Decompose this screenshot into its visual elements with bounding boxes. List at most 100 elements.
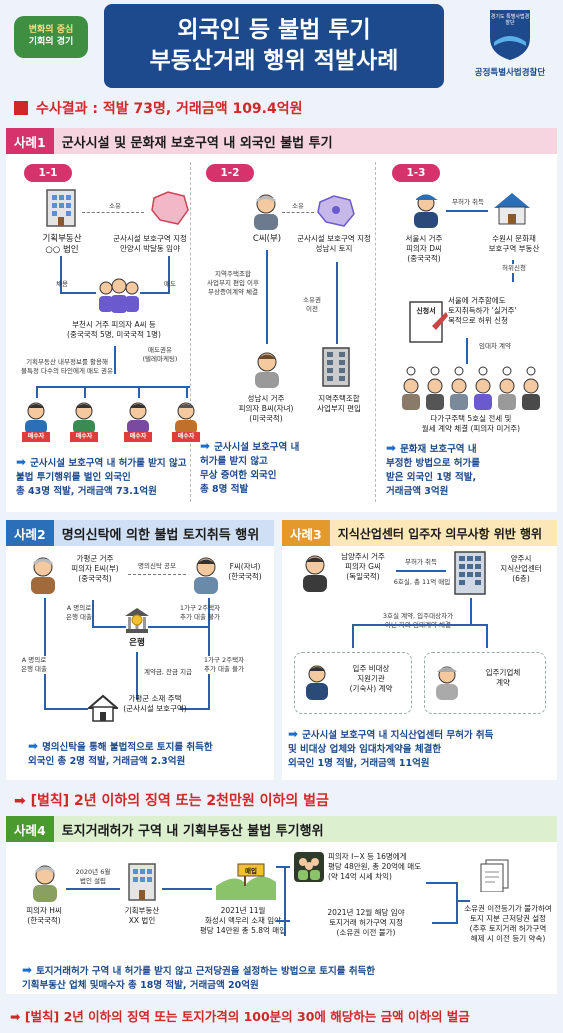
man-icon xyxy=(302,662,332,702)
case4-buy-note: 2021년 11월 화성시 맥우리 소재 임야 평당 14만원 총 5.8억 매… xyxy=(199,906,287,936)
flow-line xyxy=(148,626,208,628)
case1-2-right-note: 소유권 이전 xyxy=(303,296,321,313)
case1-1-sell-label: 채용 xyxy=(56,280,68,288)
penalty-1: ➡ [벌칙] 2년 이하의 징역 또는 2천만원 이하의 벌금 xyxy=(14,790,329,810)
flow-line xyxy=(426,882,456,884)
tenants-group-icon xyxy=(398,366,548,410)
flow-line xyxy=(92,626,126,628)
case1-1-method: 기획부동산 내부정보를 활용해 불특정 다수의 타인에게 매도 권유 xyxy=(21,358,113,375)
case2-title: 명의신탁에 의한 불법 토지취득 행위 xyxy=(61,527,260,543)
flow-line xyxy=(44,708,88,710)
flow-line xyxy=(266,250,268,344)
flow-line xyxy=(276,920,290,922)
title-line-2: 부동산거래 행위 적발사례 xyxy=(149,48,399,74)
land-sign-icon: 매입 xyxy=(216,862,276,900)
case3-buy-label: 무허가 취득 xyxy=(405,558,437,566)
man-icon xyxy=(190,554,222,594)
case2-f-loan: 1가구 2주택자 추가 대출 불가 xyxy=(179,604,221,621)
case2-result: ➡명의신탁을 통해 불법적으로 토지를 취득한 외국인 총 2명 적발, 거래금… xyxy=(28,738,268,769)
documents-icon xyxy=(478,858,512,892)
case1-2-result: ➡군사시설 보호구역 내 허가를 받지 않고 무상 증여한 외국인 총 8명 적… xyxy=(200,438,372,497)
case4-result-text: 토지거래허가 구역 내 허가를 받지 않고 근저당권을 설정하는 방법으로 토지… xyxy=(22,966,376,992)
agency-name: 공정특별사법경찰단 xyxy=(474,68,546,78)
case1-1-badge: 1-1 xyxy=(24,164,72,182)
flow-line xyxy=(168,256,170,292)
case3-tag: 사례3 xyxy=(282,520,330,546)
application-doc-icon: 신청서 xyxy=(408,300,448,344)
flow-line xyxy=(84,386,86,398)
buyer-tag: 매수자 xyxy=(70,432,98,442)
square-bullet-icon xyxy=(14,101,28,115)
case1-1-land: 군사시설 보호구역 지정 안양시 박달동 임야 xyxy=(113,234,187,254)
case1-1-buy-label: 매도 xyxy=(164,280,176,288)
arrow-right-icon: ➡ xyxy=(200,439,211,453)
case4-sell-note: 피의자 I~X 등 16명에게 평당 48만원, 총 20억에 매도 (약 14… xyxy=(328,852,422,882)
flow-line xyxy=(336,262,338,344)
man-icon xyxy=(298,552,332,592)
case3-g-person: 남양주시 거주 피의자 G씨 (독일국적) xyxy=(341,552,385,582)
slogan-badge: 변화의 중심 기회의 경기 xyxy=(14,16,88,58)
case1-3-house: 수원시 문화재 보호구역 부동산 xyxy=(488,234,540,254)
buyer-3: 매수자 xyxy=(122,400,154,448)
case2-e-person: 가평군 거주 피의자 E씨(부) (중국국적) xyxy=(71,554,119,584)
man-icon xyxy=(250,350,284,388)
flow-arrow xyxy=(162,888,212,890)
case1-panel xyxy=(6,154,557,512)
flow-line xyxy=(352,624,486,626)
case2-a-loan: A 명의로 은행 대출 xyxy=(66,604,92,621)
case4-found-label: 2020년 6월 법인 설립 xyxy=(75,868,111,885)
penalty-1-text: [벌칙] 2년 이하의 징역 또는 2천만원 이하의 벌금 xyxy=(30,793,329,809)
case4-h-person: 피의자 H씨 (한국국적) xyxy=(26,906,62,926)
case3-title: 지식산업센터 입주자 의무사항 위반 행위 xyxy=(337,526,543,541)
flow-line xyxy=(470,598,472,624)
case1-3-false-label: 허위신청 xyxy=(494,264,534,273)
flow-line xyxy=(284,866,286,936)
flow-line xyxy=(36,386,38,398)
case1-1-suspects: 부천시 거주 피의자 A씨 등 (중국국적 5명, 미국국적 1명) xyxy=(67,320,161,340)
case1-2-building: 지역주택조합 사업부지 편입 xyxy=(317,394,361,414)
title-line-1: 외국인 등 불법 투기 xyxy=(177,16,371,43)
flow-line xyxy=(140,292,170,294)
apartment-icon xyxy=(320,346,352,388)
case1-tag: 사례1 xyxy=(6,128,54,154)
flow-arrow xyxy=(446,210,488,212)
case1-1-share-label: 매도권유 (텔레마케팅) xyxy=(142,346,178,363)
flow-line xyxy=(276,866,290,868)
case3-center: 양주시 지식산업센터 (6층) xyxy=(500,554,542,584)
arrow-right-icon: ➡ xyxy=(16,455,27,469)
case1-3-badge: 1-3 xyxy=(392,164,440,182)
flow-line xyxy=(44,598,46,708)
case1-2-own-label: 소유 xyxy=(292,202,304,210)
flow-line xyxy=(466,338,468,364)
case2-house: 가평군 소재 주택 (군사시설 보호구역) xyxy=(123,694,187,714)
case2-trust-label: 명의신탁 공모 xyxy=(138,562,176,570)
case1-3-tenants-caption: 다가구주택 5호실 전세 및 월세 계약 체결 (피의자 미거주) xyxy=(421,414,521,434)
case1-3-d-person: 서울시 거주 피의자 D씨 (중국국적) xyxy=(405,234,443,264)
case3-target: 입주기업체 계약 xyxy=(485,668,521,688)
buyer-tag: 매수자 xyxy=(124,432,152,442)
case2-f-loan2: 1가구 2주택자 추가 대출 불가 xyxy=(196,656,252,674)
ownership-line xyxy=(82,212,144,213)
flow-line xyxy=(186,386,188,398)
flow-line xyxy=(352,624,354,648)
emblem-text: 경기도 특별사법경찰단 xyxy=(490,14,530,26)
trust-line xyxy=(128,574,186,575)
case3-non-target: 입주 비대상 지원기관 (기숙사) 계약 xyxy=(349,664,393,694)
divider xyxy=(190,162,191,502)
flow-line xyxy=(114,346,116,374)
building-icon xyxy=(44,188,78,228)
arrow-right-icon: ➡ xyxy=(14,793,31,809)
case2-result-text: 명의신탁을 통해 불법적으로 토지를 취득한 외국인 총 2명 적발, 거래금액… xyxy=(28,742,213,768)
case1-2-left-note: 지역주택조합 사업부지 편입 이후 무상증여계약 체결 xyxy=(200,270,266,297)
arrow-right-icon: ➡ xyxy=(22,963,33,977)
case1-1-result: ➡군사시설 보호구역 내 허가를 받지 않고 불법 투기행위를 벌인 외국인 총… xyxy=(16,454,192,499)
case1-2-result-text: 군사시설 보호구역 내 허가를 받지 않고 무상 증여한 외국인 총 8명 적발 xyxy=(200,442,300,495)
case3-result-text: 군사시설 보호구역 내 지식산업센터 무허가 취득 및 비대상 업체와 임대차계… xyxy=(288,730,494,770)
buyer-4: 매수자 xyxy=(170,400,202,448)
buyer-tag: 매수자 xyxy=(22,432,50,442)
case1-1-own-label: 소유 xyxy=(109,202,121,210)
case4-company: 기획부동산 XX 법인 xyxy=(124,906,160,926)
case2-a-loan2: A 명의로 은행 대출 xyxy=(12,656,56,674)
arrow-right-icon: ➡ xyxy=(288,727,299,741)
buyer-2: 매수자 xyxy=(68,400,100,448)
